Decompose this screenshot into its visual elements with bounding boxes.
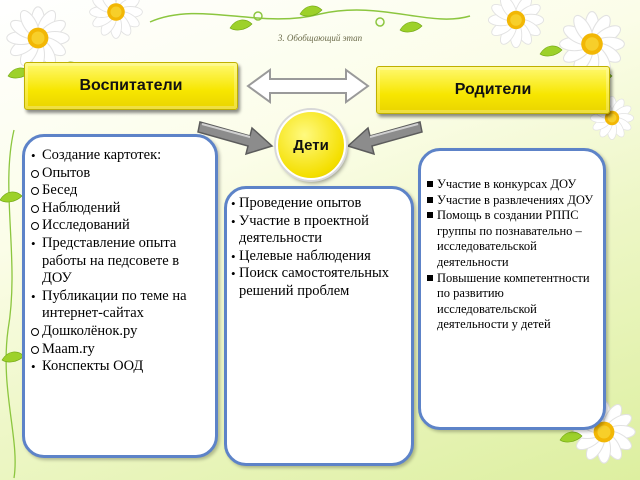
list-item: Опытов (31, 165, 211, 183)
list-item: Участие в развлечениях ДОУ (427, 193, 597, 209)
list-item: Конспекты ООД (31, 358, 211, 376)
list-item: Исследований (31, 217, 211, 235)
arrow-from-parents-icon (346, 121, 423, 156)
list-item: Помощь в создании РППС группы по познава… (427, 208, 597, 270)
list-item: Дошколёнок.ру (31, 323, 211, 341)
stage-title: 3. Обобщающий этап (277, 33, 363, 43)
list-item: Создание картотек: (31, 147, 211, 165)
list-item: Maam.ry (31, 341, 211, 359)
list-item: Повышение компетентности по развитию исс… (427, 271, 597, 333)
children-node: Дети (276, 110, 346, 180)
list-item: Участие в проектной деятельности (231, 213, 407, 248)
teachers-activities-list: Создание картотек:ОпытовБеседНаблюденийИ… (31, 147, 211, 376)
list-item: Бесед (31, 182, 211, 200)
list-item: Наблюдений (31, 200, 211, 218)
list-item: Поиск самостоятельных решений проблем (231, 265, 407, 300)
list-item: Целевые наблюдения (231, 248, 407, 266)
children-activities-panel: Проведение опытовУчастие в проектной дея… (224, 186, 414, 466)
list-item: Публикации по теме на интернет-сайтах (31, 288, 211, 323)
double-arrow-icon (246, 68, 370, 104)
teachers-activities-panel: Создание картотек:ОпытовБеседНаблюденийИ… (22, 134, 218, 458)
children-activities-list: Проведение опытовУчастие в проектной дея… (231, 195, 407, 301)
list-item: Проведение опытов (231, 195, 407, 213)
teachers-header: Воспитатели (24, 62, 238, 110)
list-item: Участие в конкурсах ДОУ (427, 177, 597, 193)
parents-header: Родители (376, 66, 610, 114)
list-item: Представление опыта работы на педсовете … (31, 235, 211, 288)
arrow-from-teachers-icon (197, 121, 274, 156)
